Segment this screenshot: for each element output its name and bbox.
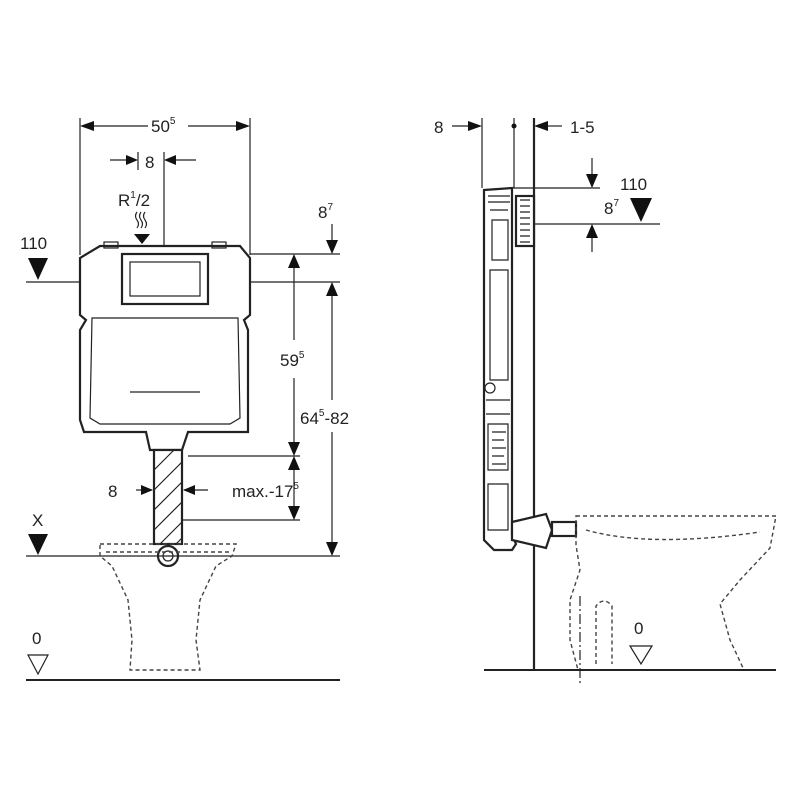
arrow-up-icon — [326, 282, 338, 296]
water-wave-icon — [134, 211, 148, 229]
arrow-left-icon — [534, 121, 548, 131]
offset-label: 8 — [145, 153, 154, 172]
frame-bottom-detail — [487, 483, 509, 531]
dim-dot — [511, 123, 517, 129]
inlet-label: R1/2 — [118, 190, 150, 210]
side-height-87-label: 87 — [604, 198, 619, 218]
arrow-down-icon — [326, 542, 338, 556]
height-range-label: 645-82 — [300, 408, 349, 428]
arrow-down-icon — [586, 174, 598, 188]
pipe-width-label: 8 — [108, 482, 117, 501]
side-right-dim-label: 1-5 — [570, 118, 595, 137]
mount-right — [211, 241, 227, 249]
actuator-ribs — [520, 199, 530, 243]
level-marker-icon — [630, 198, 652, 222]
frame-mid-detail — [489, 269, 509, 381]
arrow-down-icon — [134, 234, 150, 244]
cistern-panel — [89, 317, 241, 425]
pipe-connector — [510, 512, 554, 550]
arrow-down-icon — [288, 442, 300, 456]
side-view: 8 1-5 87 110 — [434, 118, 777, 684]
level-marker-icon — [28, 258, 48, 280]
arrow-right-icon — [236, 121, 250, 131]
side-floor-label: 0 — [634, 619, 643, 638]
floor-marker-icon — [628, 645, 654, 666]
arrow-down-icon — [288, 506, 300, 520]
pipe-stub — [550, 520, 578, 538]
side-level-110-label: 110 — [620, 175, 647, 194]
width-label: 505 — [151, 116, 176, 136]
mount-left — [103, 241, 119, 249]
frame-scale — [492, 431, 506, 465]
level-x-label: X — [32, 511, 43, 530]
side-left-dim-label: 8 — [434, 118, 443, 137]
toilet-trap — [595, 600, 613, 664]
front-view: 505 8 R1/2 110 8 — [20, 116, 349, 681]
height-595-label: 595 — [280, 350, 305, 370]
arrow-right-icon — [141, 485, 153, 495]
level-110-label: 110 — [20, 234, 47, 253]
floor-level-label: 0 — [32, 629, 41, 648]
frame-top-detail — [488, 195, 510, 261]
frame-body — [482, 186, 518, 552]
toilet-bowl-curve — [585, 529, 761, 541]
arrow-up-icon — [586, 224, 598, 238]
arrow-left-icon — [80, 121, 94, 131]
level-marker-icon — [28, 534, 48, 555]
arrow-up-icon — [288, 254, 300, 268]
toilet-outline — [99, 543, 237, 671]
cistern-opening-inner — [129, 261, 201, 297]
frame-lower-detail — [486, 399, 510, 471]
arrow-left-icon — [164, 155, 176, 165]
floor-marker-icon — [27, 654, 49, 676]
actuator-plate — [514, 194, 536, 248]
height-87-label: 87 — [318, 202, 333, 222]
arrow-right-icon — [126, 155, 138, 165]
arrow-up-icon — [288, 456, 300, 470]
arrow-down-icon — [326, 240, 338, 254]
arrow-left-icon — [183, 485, 195, 495]
flush-pipe — [152, 448, 184, 546]
pipe-hatch — [153, 449, 183, 545]
arrow-right-icon — [468, 121, 482, 131]
max-label: max.-175 — [232, 481, 299, 501]
frame-knob — [484, 382, 496, 394]
